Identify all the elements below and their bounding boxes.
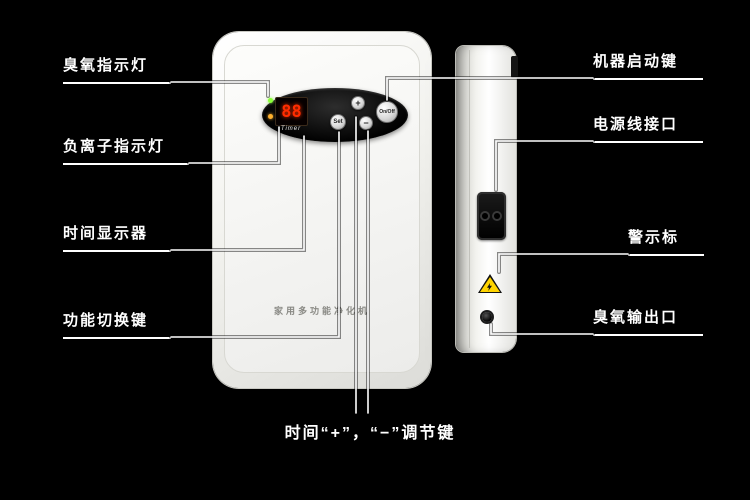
purifier-front-view: 88 Timer Set + − On/Off 家用多功能净化机 <box>213 32 431 388</box>
control-panel: 88 Timer Set + − On/Off <box>262 88 408 142</box>
power-button[interactable]: On/Off <box>376 101 398 123</box>
label-time-display: 时间显示器 <box>63 224 171 252</box>
socket-hole-right <box>494 213 500 219</box>
purifier-side-view <box>456 46 518 352</box>
timer-caption: Timer <box>280 126 302 132</box>
label-anion-indicator-light: 负离子指示灯 <box>63 137 189 165</box>
anion-indicator-led <box>268 114 273 119</box>
side-panel-seam <box>469 50 470 348</box>
label-warning-sign: 警示标 <box>628 228 704 256</box>
timer-display: 88 <box>275 97 308 126</box>
label-ozone-indicator-light: 臭氧指示灯 <box>63 56 171 84</box>
minus-button[interactable]: − <box>359 116 373 130</box>
power-socket <box>477 192 506 240</box>
plus-button[interactable]: + <box>351 96 365 110</box>
set-button[interactable]: Set <box>330 114 346 130</box>
socket-hole-left <box>482 213 488 219</box>
label-power-cord-port: 电源线接口 <box>593 115 703 143</box>
warning-triangle-icon <box>480 277 500 292</box>
label-machine-start-key: 机器启动键 <box>593 52 703 80</box>
ozone-outlet-port <box>482 312 492 322</box>
brand-text: 家用多功能净化机 <box>273 306 370 316</box>
side-hinge-tab <box>511 56 518 78</box>
label-function-switch-key: 功能切换键 <box>63 311 171 339</box>
label-ozone-outlet: 臭氧输出口 <box>593 308 703 336</box>
lightning-bolt-icon <box>487 283 492 291</box>
label-time-adjust-keys: 时间“+”，“−”调节键 <box>284 425 456 442</box>
ozone-indicator-led <box>268 98 273 103</box>
